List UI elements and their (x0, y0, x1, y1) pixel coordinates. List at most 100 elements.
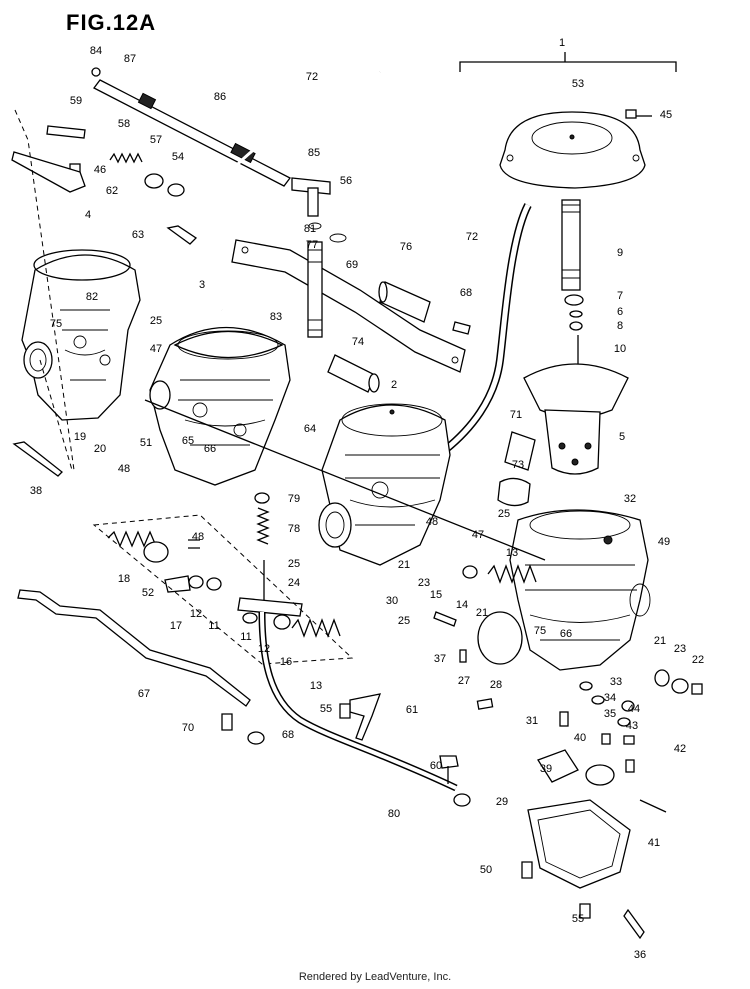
callout-53: 53 (572, 78, 584, 90)
screw-45 (625, 109, 652, 119)
jet-small-parts (476, 669, 703, 773)
callout-68: 68 (282, 729, 294, 741)
callout-47: 47 (150, 343, 162, 355)
hose-piece-76 (378, 281, 431, 323)
callout-9: 9 (617, 247, 623, 259)
callout-75: 75 (50, 318, 62, 330)
cover-plate-28 (433, 611, 523, 665)
callout-66: 66 (204, 443, 216, 455)
footer-credit: Rendered by LeadVenture, Inc. (298, 971, 452, 983)
callout-77: 77 (306, 239, 318, 251)
callout-48: 48 (426, 516, 438, 528)
callout-70: 70 (182, 722, 194, 734)
callout-23: 23 (674, 643, 686, 655)
callout-67: 67 (138, 688, 150, 700)
callout-52: 52 (142, 587, 154, 599)
callout-63: 63 (132, 229, 144, 241)
callout-28: 28 (490, 679, 502, 691)
callout-83: 83 (270, 311, 282, 323)
callout-45: 45 (660, 109, 672, 121)
callout-65: 65 (182, 435, 194, 447)
callout-16: 16 (280, 656, 292, 668)
fuel-hose-left (213, 70, 381, 311)
callout-36: 36 (634, 949, 646, 961)
callout-86: 86 (214, 91, 226, 103)
bracket-61 (349, 693, 382, 741)
callout-81: 81 (304, 223, 316, 235)
callout-48: 48 (192, 531, 204, 543)
callout-33: 33 (610, 676, 622, 688)
callout-20: 20 (94, 443, 106, 455)
vertical-tube-83 (307, 222, 323, 338)
callout-62: 62 (106, 185, 118, 197)
callout-29: 29 (496, 796, 508, 808)
top-cap (499, 111, 646, 189)
callout-25: 25 (150, 315, 162, 327)
callout-54: 54 (172, 151, 184, 163)
callout-17: 17 (170, 620, 182, 632)
callout-60: 60 (430, 760, 442, 772)
callout-61: 61 (406, 704, 418, 716)
callout-27: 27 (458, 675, 470, 687)
callout-66: 66 (560, 628, 572, 640)
joint-74 (327, 354, 380, 393)
callout-49: 49 (658, 536, 670, 548)
callout-13: 13 (310, 680, 322, 692)
callout-32: 32 (624, 493, 636, 505)
callout-34: 34 (604, 692, 616, 704)
carburetor-body-3 (149, 326, 291, 486)
carburetor-body-right (509, 509, 651, 671)
callout-76: 76 (400, 241, 412, 253)
callout-22: 22 (692, 654, 704, 666)
callout-21: 21 (398, 559, 410, 571)
callout-1: 1 (559, 37, 565, 49)
callout-30: 30 (386, 595, 398, 607)
tee-fitting-85 (291, 177, 347, 243)
callout-72: 72 (466, 231, 478, 243)
subassembly-outline (14, 109, 354, 665)
clip-63 (166, 225, 198, 245)
callout-46: 46 (94, 164, 106, 176)
callout-48: 48 (118, 463, 130, 475)
callout-84: 84 (90, 45, 102, 57)
spring-78 (254, 492, 270, 600)
callout-50: 50 (480, 864, 492, 876)
callout-39: 39 (540, 763, 552, 775)
fuel-hose-right (442, 203, 532, 454)
callout-73: 73 (512, 459, 524, 471)
callout-18: 18 (118, 573, 130, 585)
gasket-plate (231, 239, 466, 373)
linkage-spring-left (107, 530, 222, 593)
callout-25: 25 (398, 615, 410, 627)
callout-31: 31 (526, 715, 538, 727)
callout-4: 4 (85, 209, 91, 221)
callout-78: 78 (288, 523, 300, 535)
callout-7: 7 (617, 290, 623, 302)
callout-35: 35 (604, 708, 616, 720)
callout-12: 12 (258, 643, 270, 655)
callout-72: 72 (306, 71, 318, 83)
callout-85: 85 (308, 147, 320, 159)
callout-23: 23 (418, 577, 430, 589)
callout-25: 25 (498, 508, 510, 520)
callout-69: 69 (346, 259, 358, 271)
callout-5: 5 (619, 431, 625, 443)
callout-47: 47 (472, 529, 484, 541)
carburetor-body-2 (318, 403, 451, 566)
screw-68-upper (452, 321, 471, 335)
callout-40: 40 (574, 732, 586, 744)
callout-56: 56 (340, 175, 352, 187)
callout-58: 58 (118, 118, 130, 130)
connector-73 (497, 477, 531, 507)
callout-15: 15 (430, 589, 442, 601)
callout-10: 10 (614, 343, 626, 355)
callout-11: 11 (208, 620, 219, 632)
throttle-cable-80 (258, 611, 471, 807)
adjust-screw-38 (12, 441, 63, 477)
callout-6: 6 (617, 306, 623, 318)
callout-55: 55 (572, 913, 584, 925)
callout-21: 21 (654, 635, 666, 647)
callout-68: 68 (460, 287, 472, 299)
carburetor-body-4 (21, 249, 141, 421)
